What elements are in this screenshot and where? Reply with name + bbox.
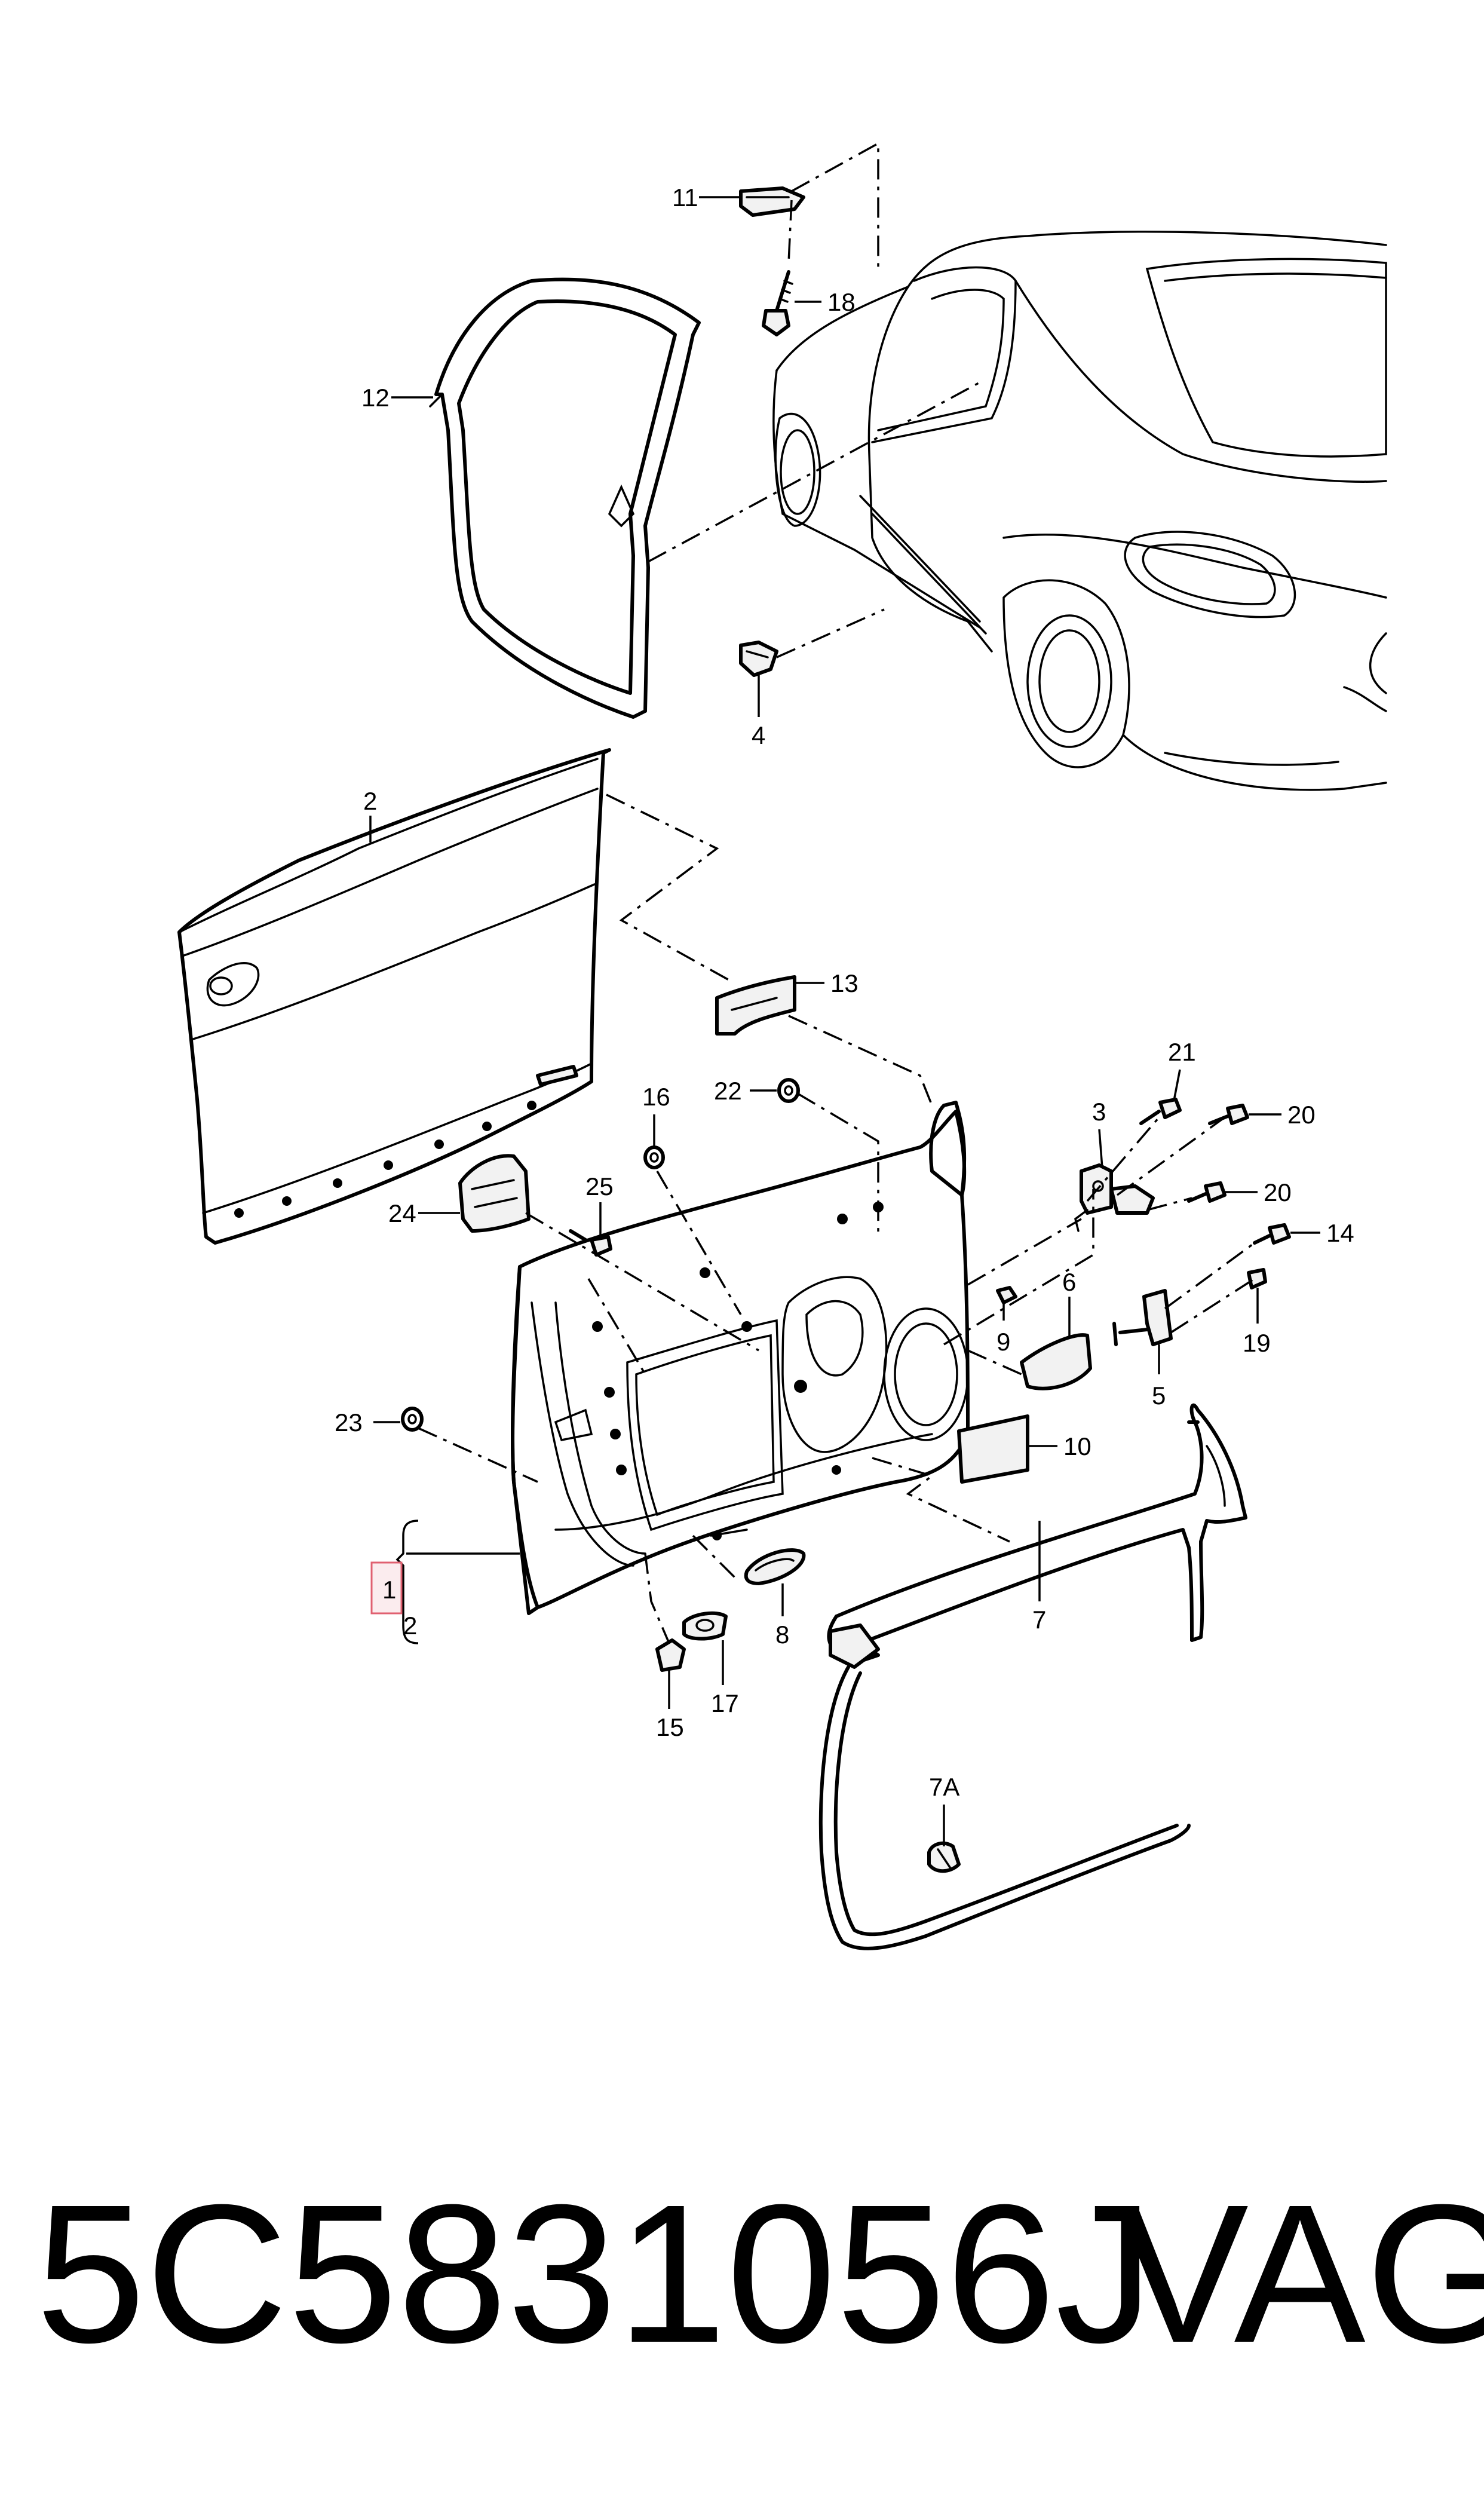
callout-4: 4 [752, 721, 765, 749]
part-23-washer [401, 1407, 424, 1432]
part-10-pad [957, 1414, 1029, 1484]
door-outer-skin [177, 748, 611, 1245]
part-14-bolt [1253, 1223, 1291, 1245]
part-16-washer [643, 1145, 665, 1169]
car-body-illustration [772, 231, 1387, 791]
callout-18: 18 [827, 288, 856, 316]
callout-20-lower: 20 [1264, 1178, 1292, 1206]
callout-21: 21 [1168, 1038, 1196, 1066]
part-9-clip [996, 1286, 1017, 1304]
callout-11: 11 [672, 183, 698, 212]
assembly-lines [418, 142, 1256, 1644]
callout-8: 8 [775, 1621, 789, 1649]
highlight-box-part-1 [370, 1561, 403, 1615]
callout-10: 10 [1063, 1432, 1091, 1460]
part-18-bolt [762, 270, 793, 336]
callout-25: 25 [585, 1172, 614, 1200]
callout-12: 12 [361, 384, 390, 412]
part-24-bracket [458, 1154, 531, 1233]
callout-17: 17 [711, 1689, 739, 1717]
part-20-bolt-upper [1208, 1104, 1249, 1125]
callout-23: 23 [335, 1408, 363, 1436]
part-11-bracket [739, 186, 805, 217]
part-17-plug [682, 1611, 728, 1641]
part-22-washer [777, 1078, 800, 1103]
callout-1: 1 [382, 1576, 396, 1604]
part-13-reinforcement [715, 975, 796, 1036]
part-3-hinge [1074, 1163, 1155, 1232]
callout-20-upper: 20 [1287, 1101, 1316, 1129]
door-inner-shell [511, 1101, 970, 1615]
callout-7a: 7A [929, 1773, 959, 1801]
part-7-window-seal [818, 1403, 1247, 1950]
callout-7: 7 [1032, 1606, 1046, 1634]
part-4-plug [739, 641, 778, 677]
brand-caption: VAG [1117, 2163, 1484, 2384]
part-number-caption: 5C5831056J [36, 2163, 1154, 2384]
part-21-bolt [1139, 1098, 1182, 1125]
callout-9: 9 [997, 1328, 1010, 1356]
callout-13: 13 [830, 969, 858, 997]
callout-22: 22 [714, 1077, 742, 1105]
callout-3: 3 [1092, 1098, 1106, 1126]
leader-lines [369, 196, 1320, 1846]
part-19-clip [1247, 1268, 1267, 1289]
part-15-plug [655, 1638, 686, 1672]
callout-2-outer: 2 [363, 787, 377, 815]
callout-14: 14 [1326, 1219, 1354, 1247]
part-20-bolt-lower [1187, 1181, 1227, 1203]
callout-24: 24 [388, 1199, 416, 1227]
door-seal-upper [429, 277, 701, 719]
callout-2-inner: 2 [403, 1612, 417, 1640]
callout-15: 15 [656, 1713, 684, 1741]
callout-5: 5 [1152, 1381, 1166, 1410]
callout-19: 19 [1243, 1329, 1271, 1357]
part-25-bolt [569, 1229, 612, 1257]
callout-numbers: 11 18 12 4 2 13 16 22 21 3 20 20 25 24 1… [335, 183, 1354, 1801]
part-7a-clip [927, 1841, 961, 1873]
part-5-door-check [1112, 1289, 1173, 1346]
part-8-grommet [744, 1548, 806, 1585]
callout-6: 6 [1062, 1268, 1076, 1296]
callout-16: 16 [642, 1083, 670, 1111]
part-6-cover [1020, 1333, 1092, 1390]
